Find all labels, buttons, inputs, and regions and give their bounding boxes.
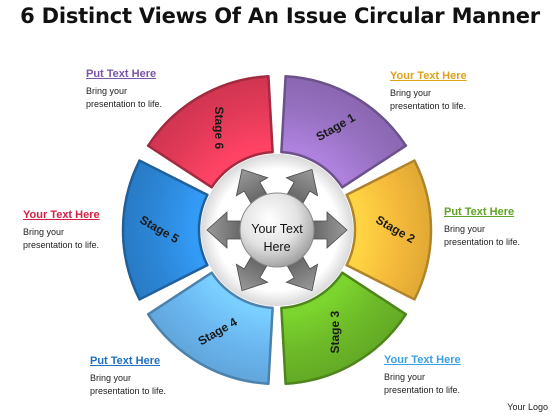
stage-6-label: Stage 6 — [212, 106, 226, 149]
callout-heading[interactable]: Your Text Here — [390, 70, 467, 82]
stage-6-segment[interactable] — [146, 74, 274, 189]
callout-stage-5: Put Text Here Bring your presentation to… — [90, 355, 230, 398]
callout-heading[interactable]: Put Text Here — [90, 355, 161, 367]
callout-heading[interactable]: Your Text Here — [23, 209, 100, 221]
center-hub — [239, 192, 315, 268]
center-text-line2: Here — [263, 240, 290, 254]
stage-4-segment[interactable] — [146, 271, 274, 386]
callout-heading[interactable]: Your Text Here — [384, 354, 461, 366]
center-text-line1: Your Text — [251, 222, 303, 236]
callout-heading[interactable]: Put Text Here — [444, 206, 515, 218]
stage-1-segment[interactable] — [280, 74, 408, 189]
callout-body: Bring your presentation to life. — [444, 224, 521, 247]
callout-body: Bring your presentation to life. — [23, 227, 100, 250]
stage-3-label: Stage 3 — [328, 311, 342, 354]
callout-stage-1: Put Text Here Bring your presentation to… — [86, 68, 226, 111]
callout-stage-3: Put Text Here Bring your presentation to… — [444, 206, 560, 249]
callout-body: Bring your presentation to life. — [90, 373, 167, 396]
page-title: 6 Distinct Views Of An Issue Circular Ma… — [20, 4, 540, 28]
stage-5-segment[interactable] — [121, 159, 209, 301]
stage-2-segment[interactable] — [345, 159, 433, 301]
callout-body: Bring your presentation to life. — [390, 88, 467, 111]
callout-heading[interactable]: Put Text Here — [86, 68, 157, 80]
callout-stage-6: Your Text Here Bring your presentation t… — [23, 209, 163, 252]
callout-body: Bring your presentation to life. — [86, 86, 163, 109]
callout-stage-2: Your Text Here Bring your presentation t… — [390, 70, 530, 113]
stage-3-segment[interactable] — [280, 271, 408, 386]
logo-text: Your Logo — [507, 402, 548, 412]
callout-body: Bring your presentation to life. — [384, 372, 461, 395]
callout-stage-4: Your Text Here Bring your presentation t… — [384, 354, 524, 397]
